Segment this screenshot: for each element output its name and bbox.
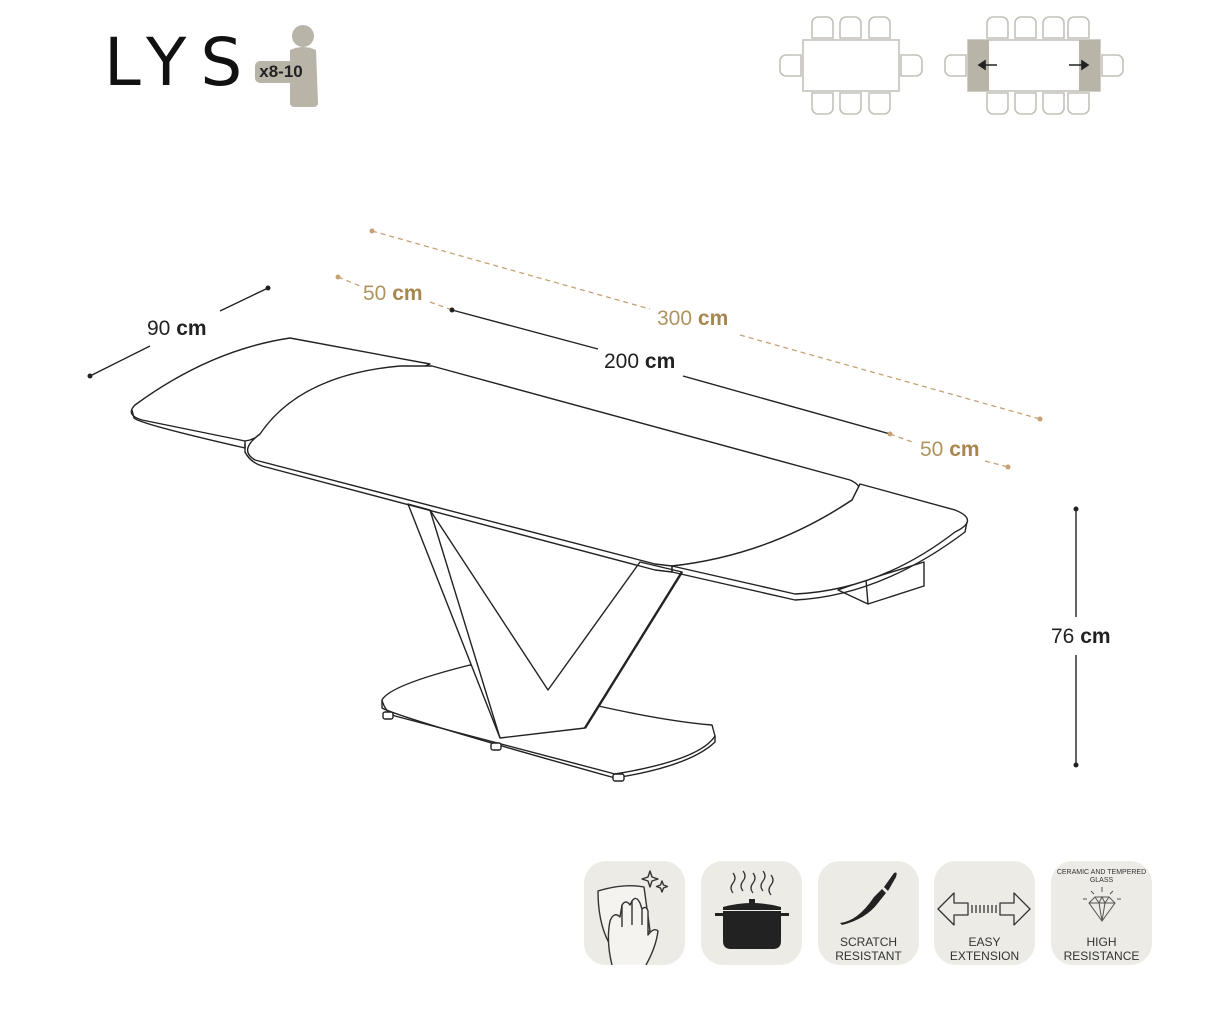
seats-badge: x8-10	[255, 61, 307, 83]
depth-label: 90 cm	[144, 318, 210, 339]
extension-left-label: 50 cm	[360, 283, 426, 304]
high-resistance-label: HIGH RESISTANCE	[1063, 935, 1140, 963]
extension-right-label: 50 cm	[917, 439, 983, 460]
feature-easy-clean	[584, 861, 685, 965]
scratch-resistant-label: SCRATCH RESISTANT	[835, 935, 902, 963]
cleaning-hand-icon	[597, 870, 669, 965]
diamond-icon	[1083, 887, 1121, 922]
product-name: LYS	[104, 24, 257, 101]
length-open-label: 300 cm	[654, 308, 732, 329]
length-closed-label: 200 cm	[601, 351, 679, 372]
hot-pot-icon	[715, 870, 789, 949]
easy-extension-label: EASY EXTENSION	[949, 935, 1020, 963]
ceramic-glass-caption: CERAMIC AND TEMPERED GLASS	[1056, 869, 1147, 884]
height-label: 76 cm	[1048, 626, 1114, 647]
table-drawing	[130, 337, 969, 782]
extended-table-layout-icon	[944, 16, 1124, 115]
closed-table-layout-icon	[779, 16, 923, 115]
feature-scratch-resistant: SCRATCH RESISTANT	[818, 861, 919, 965]
feature-heat-resistant	[701, 861, 802, 965]
feature-easy-extension: EASY EXTENSION	[934, 861, 1035, 965]
extension-arrows-icon	[937, 892, 1031, 926]
dimension-lines	[87, 228, 1079, 768]
feature-high-resistance: CERAMIC AND TEMPERED GLASS HIGH RESISTAN…	[1051, 861, 1152, 965]
knife-icon	[840, 872, 897, 925]
